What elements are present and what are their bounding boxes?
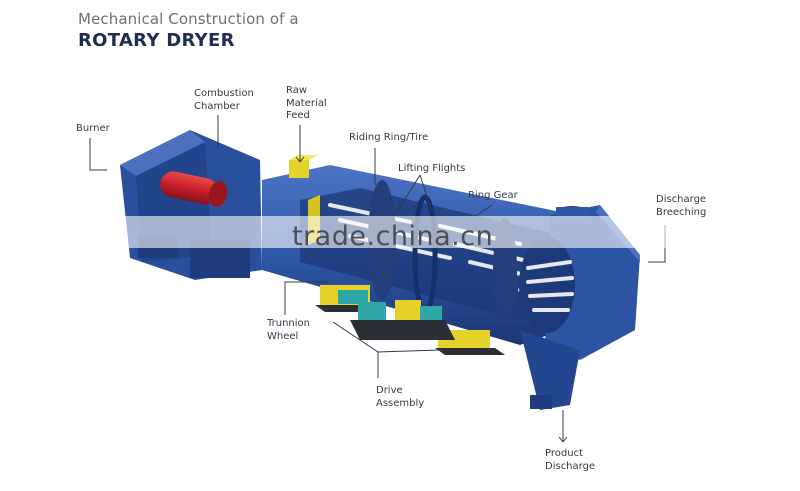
label-riding-ring: Riding Ring/Tire [349, 132, 429, 143]
label-discharge-breeching: Discharge Breeching [656, 194, 707, 218]
label-lifting-flights: Lifting Flights [398, 163, 466, 174]
burner [160, 171, 228, 207]
diagram-title: ROTARY DRYER [78, 30, 235, 51]
watermark: trade.china.cn [292, 221, 494, 252]
label-trunnion-wheel: Trunnion Wheel [267, 318, 310, 342]
combustion-chamber-housing [120, 130, 262, 280]
watermark-band [120, 216, 710, 248]
leader-lines [89, 115, 666, 443]
label-product-discharge: Product Discharge [545, 448, 596, 472]
label-ring-gear: Ring Gear [468, 190, 518, 201]
label-combustion-chamber: Combustion Chamber [194, 88, 254, 112]
label-burner: Burner [76, 123, 110, 134]
product-discharge-chute [520, 330, 580, 410]
drive-assembly [350, 300, 455, 340]
diagram-subtitle: Mechanical Construction of a [78, 10, 299, 28]
label-drive-assembly: Drive Assembly [376, 385, 425, 409]
label-raw-material-feed: Raw Material Feed [286, 85, 327, 121]
